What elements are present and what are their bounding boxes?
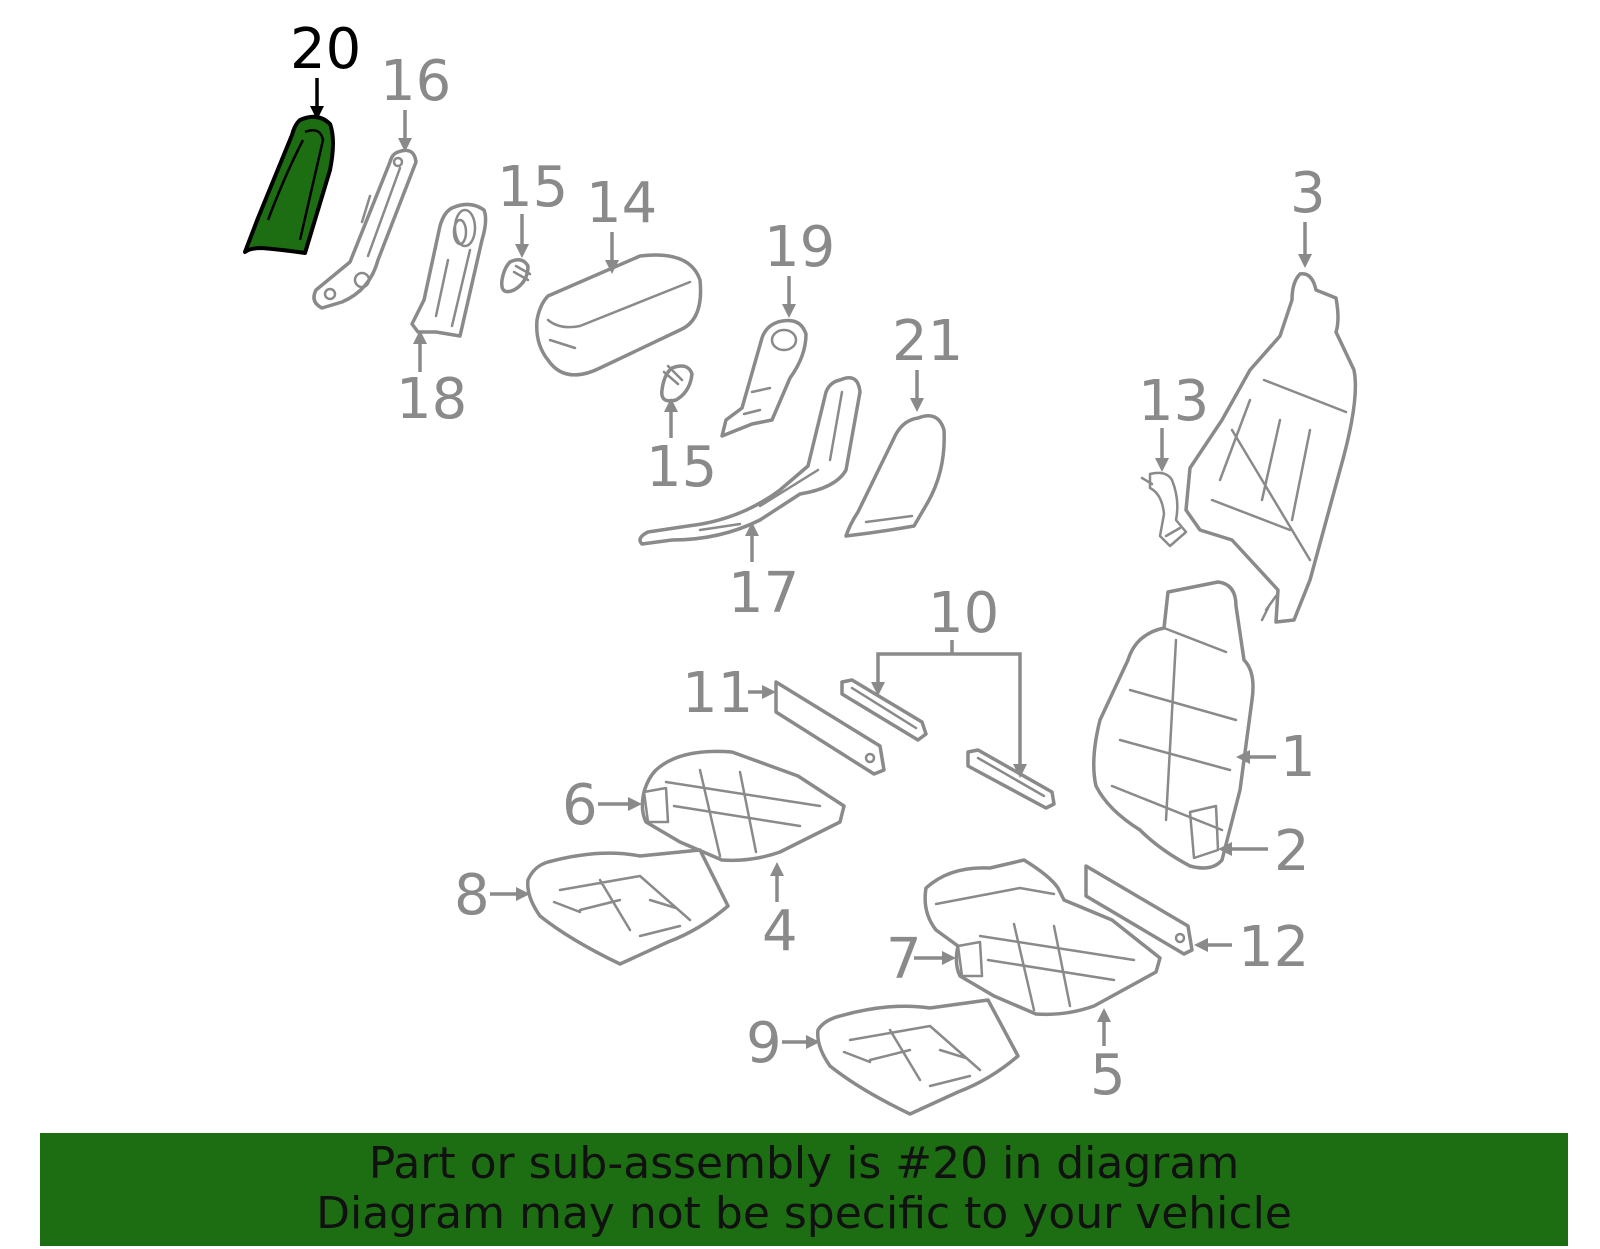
arrow-19 xyxy=(782,304,796,318)
arrow-4 xyxy=(770,862,784,876)
callout-label-14: 14 xyxy=(586,171,657,236)
part-21 xyxy=(844,414,946,538)
arrow-6 xyxy=(628,797,642,811)
part-17 xyxy=(638,376,862,546)
part-9 xyxy=(816,998,1020,1116)
part-10 xyxy=(840,678,1056,810)
callout-label-4: 4 xyxy=(762,899,798,964)
callout-label-10: 10 xyxy=(928,581,999,646)
part-14 xyxy=(534,253,703,377)
callout-label-19: 19 xyxy=(764,215,835,280)
callout-label-8: 8 xyxy=(454,863,490,928)
arrow-18 xyxy=(413,330,427,344)
callout-label-17: 17 xyxy=(728,561,799,626)
part-11 xyxy=(774,680,886,776)
arrow-21 xyxy=(910,398,924,412)
part-1 xyxy=(1092,580,1255,870)
callout-13: 13 xyxy=(1138,369,1209,472)
part-15-lower xyxy=(660,364,694,403)
arrow-10b xyxy=(1013,764,1027,778)
callout-9: 9 xyxy=(746,1011,820,1076)
callout-14: 14 xyxy=(586,171,657,274)
callout-21: 21 xyxy=(892,309,963,412)
callout-label-5: 5 xyxy=(1090,1043,1126,1108)
callout-label-3: 3 xyxy=(1290,161,1326,226)
callout-10: 10 xyxy=(871,581,1027,778)
callout-label-12: 12 xyxy=(1238,915,1309,980)
callout-7: 7 xyxy=(886,927,956,992)
arrow-10a xyxy=(871,682,885,696)
arrow-12 xyxy=(1194,938,1208,952)
arrow-1 xyxy=(1236,750,1250,764)
part-16 xyxy=(312,148,418,310)
arrow-13 xyxy=(1155,458,1169,472)
callout-20: 20 xyxy=(290,17,361,120)
callout-2: 2 xyxy=(1218,819,1310,884)
leader-10 xyxy=(876,640,1022,764)
callout-3: 3 xyxy=(1290,161,1326,268)
part-8 xyxy=(526,848,730,966)
callout-11: 11 xyxy=(682,661,776,726)
arrow-2 xyxy=(1218,842,1232,856)
callout-label-6: 6 xyxy=(562,773,598,838)
part-20-highlighted[interactable] xyxy=(243,114,335,255)
callout-1: 1 xyxy=(1236,725,1316,790)
callout-5: 5 xyxy=(1090,1008,1126,1108)
part-15-upper xyxy=(500,258,532,294)
part-13 xyxy=(1140,471,1188,548)
callout-label-20: 20 xyxy=(290,17,361,82)
arrow-15-lower xyxy=(664,398,678,412)
callout-label-13: 13 xyxy=(1138,369,1209,434)
arrow-9 xyxy=(806,1035,820,1049)
arrow-8 xyxy=(516,887,530,901)
arrow-17 xyxy=(745,522,759,536)
part-18 xyxy=(410,202,488,338)
arrow-20 xyxy=(310,106,324,120)
callout-label-15-lower: 15 xyxy=(646,435,717,500)
callout-17: 17 xyxy=(728,522,799,626)
part-4 xyxy=(640,749,846,863)
info-banner: Part or sub-assembly is #20 in diagram D… xyxy=(40,1133,1568,1246)
arrow-14 xyxy=(605,260,619,274)
callout-8: 8 xyxy=(454,863,530,928)
arrow-15-upper xyxy=(515,244,529,258)
callout-label-11: 11 xyxy=(682,661,753,726)
callout-label-18: 18 xyxy=(396,367,467,432)
callout-6: 6 xyxy=(562,773,642,838)
callout-15-lower: 15 xyxy=(646,398,717,500)
arrow-3 xyxy=(1298,254,1312,268)
callout-label-21: 21 xyxy=(892,309,963,374)
callout-12: 12 xyxy=(1194,915,1309,980)
arrow-5 xyxy=(1097,1008,1111,1022)
callout-label-1: 1 xyxy=(1280,725,1316,790)
callout-19: 19 xyxy=(764,215,835,318)
callout-label-9: 9 xyxy=(746,1011,782,1076)
part-3 xyxy=(1184,272,1358,624)
callout-16: 16 xyxy=(380,49,451,152)
arrow-16 xyxy=(398,138,412,152)
banner-line-1: Part or sub-assembly is #20 in diagram xyxy=(368,1138,1240,1189)
banner-line-2: Diagram may not be specific to your vehi… xyxy=(316,1188,1292,1239)
callout-label-16: 16 xyxy=(380,49,451,114)
part-19 xyxy=(720,318,808,438)
arrow-11 xyxy=(762,685,776,699)
arrow-7 xyxy=(942,951,956,965)
callout-15-upper: 15 xyxy=(497,155,568,258)
callout-label-15-upper: 15 xyxy=(497,155,568,220)
part-12 xyxy=(1084,864,1194,956)
callout-18: 18 xyxy=(396,330,467,432)
callout-label-2: 2 xyxy=(1274,819,1310,884)
part-5 xyxy=(923,858,1162,1017)
callout-4: 4 xyxy=(762,862,798,964)
